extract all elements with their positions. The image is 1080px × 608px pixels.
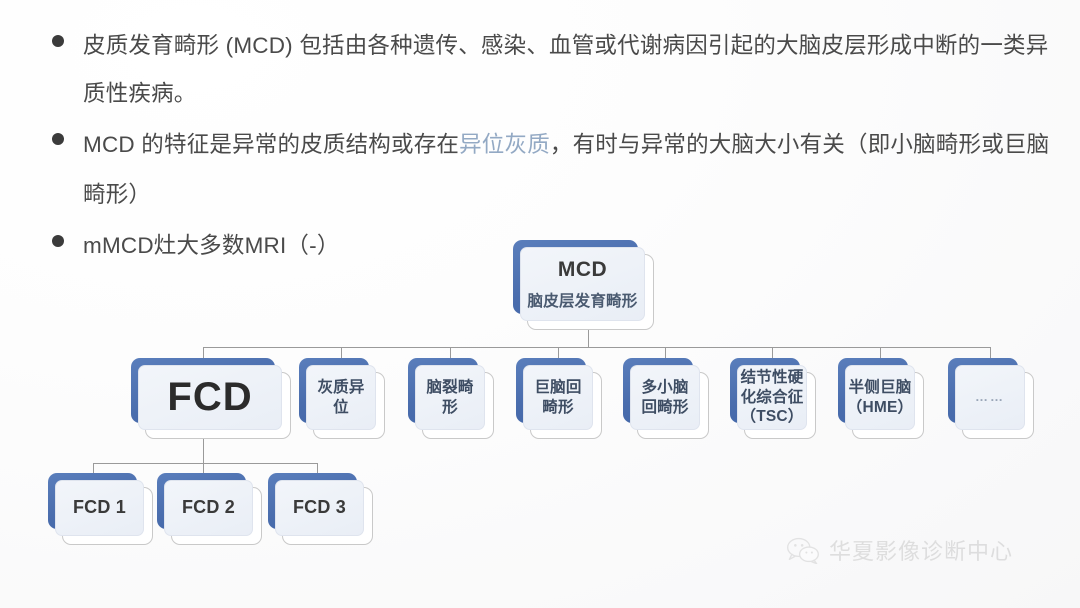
diagram-node-fcd1[interactable]: FCD 1 [48,473,153,545]
node-label: FCD [167,374,253,419]
node-label: 半侧巨脑（HME） [846,378,914,416]
diagram-node-heterotopia[interactable]: 灰质异位 [299,358,385,439]
bullet-dot-icon [52,133,64,145]
node-label-title: MCD [557,257,608,281]
diagram-node-tsc[interactable]: 结节性硬化综合征（TSC） [730,358,816,439]
node-label: 结节性硬化综合征（TSC） [740,368,804,426]
connector-fcd-stem [203,437,204,463]
node-face: …… [955,365,1025,430]
diagram-node-mcd-root[interactable]: MCD 脑皮层发育畸形 [513,240,654,330]
connector-level3-bus [93,463,317,464]
bullet-segment-text: 皮质发育畸形 (MCD) 包括由各种遗传、感染、血管或代谢病因引起的大脑皮层形成… [83,33,1049,106]
node-face: 半侧巨脑（HME） [845,365,915,430]
bullet-segment-text: ，有时与异常的大脑大小有关（即小脑畸形或巨脑畸形） [83,132,1050,207]
bullet-text-mcd-definition: 皮质发育畸形 (MCD) 包括由各种遗传、感染、血管或代谢病因引起的大脑皮层形成… [83,22,1062,118]
bullet-item-mcd-definition: 皮质发育畸形 (MCD) 包括由各种遗传、感染、血管或代谢病因引起的大脑皮层形成… [52,22,1062,118]
diagram-node-more[interactable]: …… [948,358,1034,439]
node-label: MCD 脑皮层发育畸形 [528,257,638,312]
connector-root-stem [588,327,589,347]
diagram-node-polymicrogyria[interactable]: 多小脑回畸形 [623,358,709,439]
node-label: FCD 3 [292,497,346,518]
node-face: 脑裂畸形 [415,365,485,430]
bullet-dot-icon [52,235,64,247]
bullet-text-mmcd-mri: mMCD灶大多数MRI（-） [83,222,1062,270]
diagram-node-fcd[interactable]: FCD [131,358,291,439]
bullet-dot-icon [52,35,64,47]
node-face: MCD 脑皮层发育畸形 [520,247,645,321]
node-face: 灰质异位 [306,365,376,430]
bullet-text-mcd-features: MCD 的特征是异常的皮质结构或存在异位灰质，有时与异常的大脑大小有关（即小脑畸… [83,120,1062,220]
node-face: FCD 1 [55,480,144,536]
node-face: 结节性硬化综合征（TSC） [737,365,807,430]
watermark: 华夏影像诊断中心 [786,534,1013,566]
bullet-segment-text: MCD 的特征是异常的皮质结构或存在 [83,132,460,157]
node-label: 多小脑回畸形 [641,378,689,416]
node-label: 脑裂畸形 [426,378,474,416]
node-label: 巨脑回畸形 [534,378,582,416]
bullet-list: 皮质发育畸形 (MCD) 包括由各种遗传、感染、血管或代谢病因引起的大脑皮层形成… [52,22,1062,272]
diagram-node-hme[interactable]: 半侧巨脑（HME） [838,358,924,439]
node-label: 灰质异位 [317,378,365,416]
wechat-icon [786,536,820,564]
node-label: …… [975,389,1005,405]
diagram-node-pachygyria[interactable]: 巨脑回畸形 [516,358,602,439]
diagram-node-fcd3[interactable]: FCD 3 [268,473,373,545]
watermark-text: 华夏影像诊断中心 [829,539,1014,564]
bullet-segment-text: mMCD灶大多数MRI（-） [83,233,340,258]
diagram-node-fcd2[interactable]: FCD 2 [157,473,262,545]
node-label: FCD 1 [72,497,126,518]
node-face: FCD 2 [164,480,253,536]
connector-level2-bus [203,347,991,348]
bullet-item-mmcd-mri: mMCD灶大多数MRI（-） [52,222,1062,270]
node-face: FCD 3 [275,480,364,536]
bullet-segment-highlight: 异位灰质 [459,132,550,157]
node-face: 巨脑回畸形 [523,365,593,430]
node-label: FCD 2 [181,497,235,518]
node-face: 多小脑回畸形 [630,365,700,430]
node-face: FCD [138,365,282,430]
node-label-subtitle: 脑皮层发育畸形 [527,292,638,310]
bullet-item-mcd-features: MCD 的特征是异常的皮质结构或存在异位灰质，有时与异常的大脑大小有关（即小脑畸… [52,120,1062,220]
diagram-node-schizencephaly[interactable]: 脑裂畸形 [408,358,494,439]
